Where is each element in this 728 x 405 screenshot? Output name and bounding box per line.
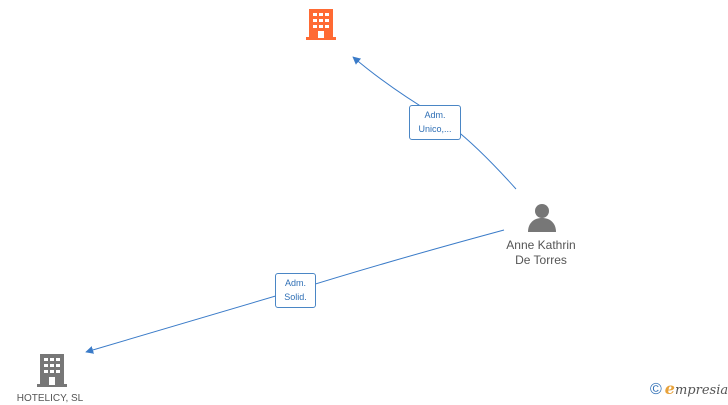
edge-label-line: Solid. (284, 292, 307, 302)
building-icon[interactable] (306, 9, 336, 40)
edge-label-line: Adm. (424, 110, 446, 120)
brand-initial: e (664, 379, 675, 398)
brand-name: mpresia (674, 383, 728, 398)
edge-label-role[interactable]: Adm. Solid. (275, 273, 316, 308)
copyright-icon: © (650, 381, 662, 398)
empresia-watermark: © empresia (650, 380, 728, 400)
company-name-label[interactable]: HOTELICY, SL (16, 393, 84, 404)
person-name-line: De Torres (515, 253, 567, 267)
edge-label-role[interactable]: Adm. Unico,... (409, 105, 461, 140)
building-icon[interactable] (37, 354, 67, 387)
edge-label-line: Adm. (284, 278, 306, 288)
person-name-label[interactable]: Anne Kathrin De Torres (482, 238, 600, 268)
brand-logo: empresia (665, 381, 728, 399)
person-name-line: Anne Kathrin (506, 238, 576, 252)
person-icon[interactable] (528, 204, 556, 232)
edge-label-line: Unico,... (418, 124, 452, 134)
